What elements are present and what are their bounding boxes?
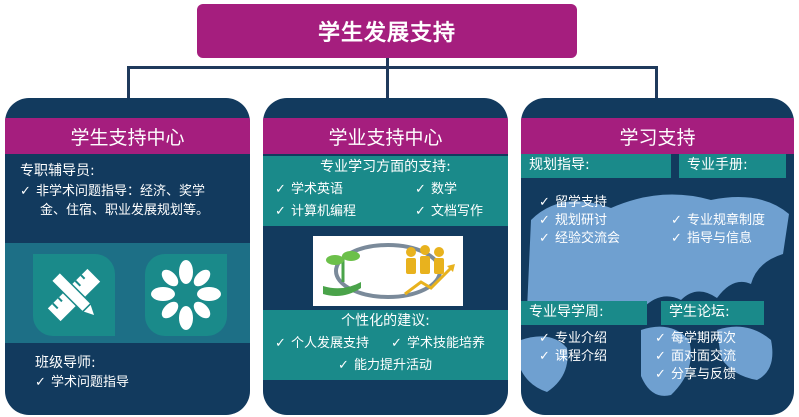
check-icon: ✓ <box>415 204 426 219</box>
list-item-text: 个人发展支持 <box>291 336 370 351</box>
check-icon: ✓ <box>671 231 682 246</box>
planning-title-bar <box>521 154 671 178</box>
section-title: 专业学习方面的支持: <box>320 159 451 175</box>
plant-hand-icon <box>323 251 361 296</box>
list-item-text: 指导与信息 <box>687 231 753 246</box>
section-title: 个性化的建议: <box>341 313 430 329</box>
section-title: 专业手册: <box>687 157 748 173</box>
growth-illustration <box>313 236 463 306</box>
check-icon: ✓ <box>35 375 46 390</box>
list-item: ✓ 专业介绍 <box>539 329 607 348</box>
check-icon: ✓ <box>655 331 666 346</box>
list-item: ✓ 规划研讨 <box>539 211 607 230</box>
check-icon: ✓ <box>655 349 666 364</box>
section-title: 规划指导: <box>529 157 590 173</box>
list-item-text: 每学期两次 <box>671 331 737 346</box>
connector-right <box>655 66 658 100</box>
list-item: ✓ 个人发展支持 <box>275 334 369 353</box>
panel-heading: 学生支持中心 <box>5 118 250 154</box>
panel-student-support: 学生支持中心 专职辅导员: ✓ 非学术问题指导：经济、奖学 金、住宿、职业发展规划… <box>5 98 250 415</box>
check-icon: ✓ <box>539 331 550 346</box>
list-item-continued: 金、住宿、职业发展规划等。 <box>40 203 210 218</box>
panel-learning-support: 学习支持 规划指导: 专业手册: ✓ 留学支持 ✓ 规划研讨 ✓ 经验交流会 ✓ 专业规… <box>521 98 794 415</box>
list-item: ✓ 每学期两次 <box>655 329 736 348</box>
list-item-text: 分享与反馈 <box>671 367 737 382</box>
list-item: ✓ 分享与反馈 <box>655 365 736 384</box>
list-item: ✓ 文档写作 <box>415 202 483 221</box>
list-item-text: 规划研讨 <box>555 213 608 228</box>
list-item: ✓ 学术问题指导 <box>35 373 129 392</box>
section-title: 学生论坛: <box>669 304 730 320</box>
list-item-text: 计算机编程 <box>291 204 357 219</box>
team-growth-icon <box>404 245 455 296</box>
check-icon: ✓ <box>415 182 426 197</box>
page-title: 学生发展支持 <box>197 4 577 58</box>
list-item-text: 非学术问题指导：经济、奖学 <box>36 184 206 199</box>
check-icon: ✓ <box>539 195 550 210</box>
list-item: ✓ 指导与信息 <box>671 229 752 248</box>
connector-left <box>127 66 130 100</box>
handbook-title-bar <box>679 154 786 178</box>
study-support-box <box>263 156 508 226</box>
orientation-week-title-bar <box>521 301 647 325</box>
check-icon: ✓ <box>539 349 550 364</box>
hands-together-icon <box>137 246 235 344</box>
panel-academic-support: 学业支持中心 专业学习方面的支持: ✓ 学术英语 ✓ 数学 ✓ 计算机编程 ✓ 文档写作 <box>263 98 508 415</box>
list-item: ✓ 学术英语 <box>275 180 343 199</box>
check-icon: ✓ <box>20 184 31 199</box>
list-item-text: 经验交流会 <box>555 231 621 246</box>
personal-advice-box <box>263 310 508 380</box>
list-item: ✓ 学术技能培养 <box>391 334 485 353</box>
check-icon: ✓ <box>338 358 349 373</box>
list-item-text: 能力提升活动 <box>354 358 433 373</box>
check-icon: ✓ <box>275 336 286 351</box>
list-item-text: 面对面交流 <box>671 349 737 364</box>
list-item-text: 留学支持 <box>555 195 608 210</box>
list-item-text: 专业规章制度 <box>687 213 766 228</box>
list-item: ✓ 数学 <box>415 180 457 199</box>
section-title: 专职辅导员: <box>20 163 95 179</box>
check-icon: ✓ <box>539 231 550 246</box>
connector-horizontal <box>127 66 657 69</box>
list-item-text: 学术问题指导 <box>51 375 130 390</box>
panel-heading: 学习支持 <box>521 118 794 154</box>
check-icon: ✓ <box>671 213 682 228</box>
section-title: 专业导学周: <box>529 304 604 320</box>
list-item-text: 学术英语 <box>291 182 344 197</box>
check-icon: ✓ <box>275 182 286 197</box>
section-title: 班级导师: <box>35 355 96 371</box>
connector-vertical-top <box>386 58 389 68</box>
check-icon: ✓ <box>391 336 402 351</box>
list-item: ✓ 课程介绍 <box>539 347 607 366</box>
list-item-text: 课程介绍 <box>555 349 608 364</box>
world-map <box>521 180 794 415</box>
list-item: ✓ 专业规章制度 <box>671 211 765 230</box>
forum-title-bar <box>661 301 764 325</box>
list-item: ✓ 面对面交流 <box>655 347 736 366</box>
list-item-text: 数学 <box>431 182 458 197</box>
ruler-pencil-icon <box>25 246 123 344</box>
connector-middle <box>386 66 389 100</box>
list-item: ✓ 非学术问题指导：经济、奖学 <box>20 182 205 201</box>
check-icon: ✓ <box>539 213 550 228</box>
list-item: ✓ 计算机编程 <box>275 202 356 221</box>
list-item-text: 学术技能培养 <box>407 336 486 351</box>
list-item-text: 文档写作 <box>431 204 484 219</box>
list-item: ✓ 留学支持 <box>539 193 607 212</box>
check-icon: ✓ <box>275 204 286 219</box>
list-item: ✓ 能力提升活动 <box>338 356 432 375</box>
list-item: ✓ 经验交流会 <box>539 229 620 248</box>
check-icon: ✓ <box>655 367 666 382</box>
list-item-text: 专业介绍 <box>555 331 608 346</box>
panel-heading: 学业支持中心 <box>263 118 508 154</box>
